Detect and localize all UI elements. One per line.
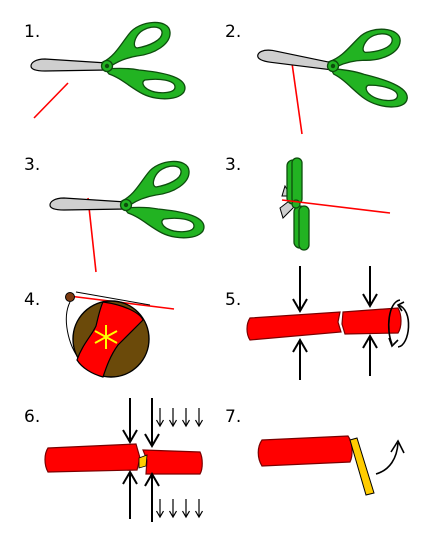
step-3-wire <box>87 197 97 273</box>
step-3-scissors-closing <box>49 160 205 273</box>
step-2-scissors-cutting <box>252 11 417 135</box>
spark-icon <box>94 325 118 349</box>
step-3-label: 3. <box>24 155 40 175</box>
step-7-label: 7. <box>225 407 241 427</box>
step-1-label: 1. <box>24 22 40 42</box>
step-3b-wire <box>281 199 391 214</box>
step-1-wire <box>33 82 69 119</box>
step-4-label: 4. <box>24 290 40 310</box>
twist-arrow-icon <box>387 299 410 348</box>
step-3b-label: 3. <box>225 155 241 175</box>
step-1-scissors-open <box>30 21 186 119</box>
step-4-cable-cross-section <box>65 291 175 378</box>
step-3b-scissors-side-view <box>279 157 391 251</box>
step-6-wire-pull-apart <box>44 398 204 522</box>
step-2-wire <box>290 55 303 135</box>
step-6-label: 6. <box>24 407 40 427</box>
step-5-wire-twist <box>246 265 410 381</box>
step-7-insulation-removed <box>257 435 405 496</box>
step-5-label: 5. <box>225 290 241 310</box>
step-2-label: 2. <box>225 22 241 42</box>
stripped-insulation <box>349 437 375 496</box>
lift-arrow-icon <box>375 439 405 475</box>
